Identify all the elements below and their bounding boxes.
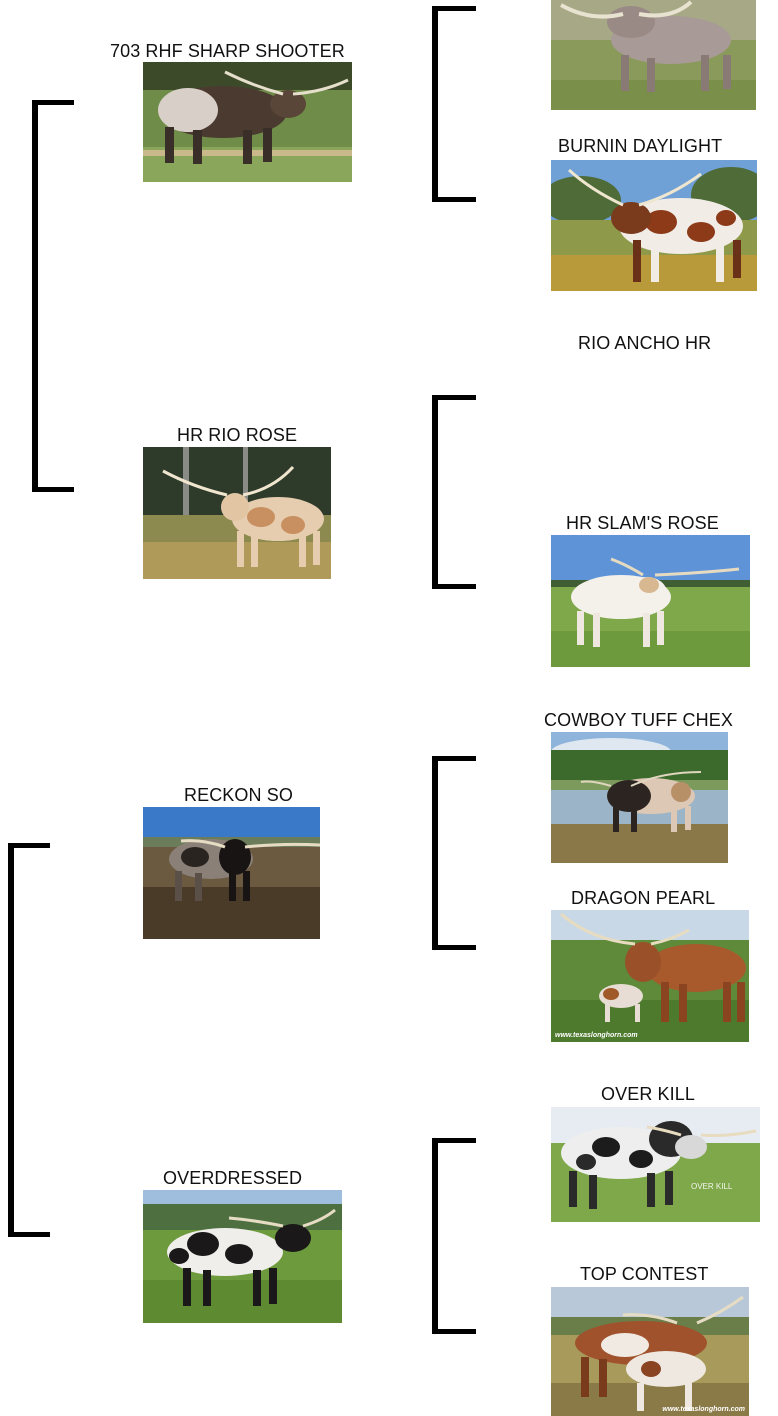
photo-cowboy <box>551 732 728 863</box>
photo-reckon <box>143 807 320 939</box>
overdressed-name: OVERDRESSED <box>163 1168 303 1188</box>
sire-name: 703 RHF SHARP SHOOTER <box>110 41 345 61</box>
bracket-bottom-right-b <box>432 1138 476 1334</box>
overkill-watermark: OVER KILL <box>691 1182 733 1191</box>
photo-overdressed <box>143 1190 342 1323</box>
photo-sire-sire <box>551 0 756 110</box>
cowboy-name: COWBOY TUFF CHEX <box>544 710 733 730</box>
overkill-name: OVER KILL <box>601 1084 695 1104</box>
rio-ancho-name: RIO ANCHO HR <box>578 333 712 353</box>
photo-sire <box>143 62 352 182</box>
bracket-top-left <box>32 100 74 492</box>
topcontest-name: TOP CONTEST <box>580 1264 709 1284</box>
photo-topcontest: www.texaslonghorn.com <box>551 1287 749 1416</box>
bracket-bottom-right-a <box>432 756 476 950</box>
dragon-watermark: www.texaslonghorn.com <box>555 1032 638 1039</box>
photo-dam <box>143 447 331 579</box>
reckon-name: RECKON SO <box>184 785 293 805</box>
dragon-name: DRAGON PEARL <box>571 888 716 908</box>
bracket-bottom-left <box>8 843 50 1237</box>
photo-dragon: www.texaslonghorn.com <box>551 910 749 1042</box>
photo-slams-rose <box>551 535 750 667</box>
photo-burnin <box>551 160 757 291</box>
burnin-name: BURNIN DAYLIGHT <box>558 136 723 156</box>
slams-rose-name: HR SLAM'S ROSE <box>566 513 719 533</box>
photo-overkill: OVER KILL <box>551 1107 760 1222</box>
topcontest-watermark: www.texaslonghorn.com <box>662 1406 745 1413</box>
bracket-top-right-a <box>432 6 476 202</box>
dam-name: HR RIO ROSE <box>177 425 298 445</box>
bracket-top-right-b <box>432 395 476 589</box>
